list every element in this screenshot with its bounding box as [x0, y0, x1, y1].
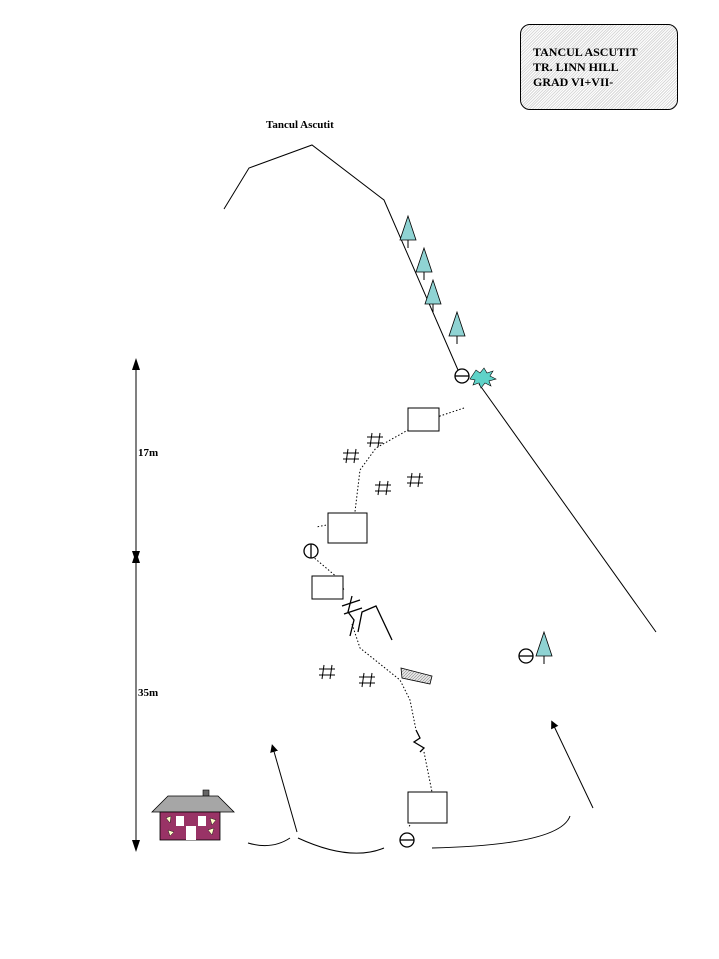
ridge-line	[223, 144, 459, 371]
pitch-length-upper: 17m	[138, 447, 159, 459]
summit-label: Tancul Ascutit	[266, 119, 334, 131]
cabin-icon	[151, 789, 235, 841]
piton-icon	[367, 432, 383, 448]
belay-stance-box	[407, 407, 440, 432]
route-line	[315, 407, 465, 528]
route-name: TANCUL ASCUTIT	[533, 45, 638, 59]
approach-path	[247, 837, 291, 847]
overhang-icon	[400, 667, 433, 685]
route-title-box: TANCUL ASCUTIT TR. LINN HILL GRAD VI+VII…	[520, 24, 678, 110]
piton-icon	[359, 672, 375, 688]
route-line	[351, 623, 417, 731]
piton-icon	[407, 472, 423, 488]
approach-arrow	[270, 744, 298, 833]
piton-icon	[319, 664, 335, 680]
tree-icon	[424, 278, 442, 312]
zigzag-crack	[412, 729, 426, 753]
start-belay-icon	[399, 832, 415, 848]
approach-path	[431, 815, 571, 849]
approach-path	[297, 837, 385, 854]
belay-stance-box	[407, 791, 448, 824]
belay-icon	[303, 543, 319, 559]
route-subtitle: TR. LINN HILL	[533, 60, 619, 74]
right-slope-line	[478, 383, 657, 633]
measure-arrow-bottom	[132, 840, 140, 852]
top-belay-icon	[454, 368, 470, 384]
belay-icon	[518, 648, 534, 664]
bush-icon	[469, 367, 497, 389]
route-grade: GRAD VI+VII-	[533, 75, 614, 89]
piton-icon	[343, 448, 359, 464]
piton-icon	[375, 480, 391, 496]
pitch-length-lower: 35m	[138, 687, 159, 699]
tree-icon	[399, 214, 417, 248]
tree-icon	[448, 310, 466, 344]
belay-stance-box	[327, 512, 368, 544]
measure-arrow-top	[132, 358, 140, 370]
belay-stance-box	[311, 575, 344, 600]
approach-arrow	[551, 720, 594, 809]
crack-symbol	[341, 595, 393, 641]
measure-arrow-mid-down	[132, 551, 140, 563]
tree-icon	[535, 630, 553, 664]
tree-icon	[415, 246, 433, 280]
